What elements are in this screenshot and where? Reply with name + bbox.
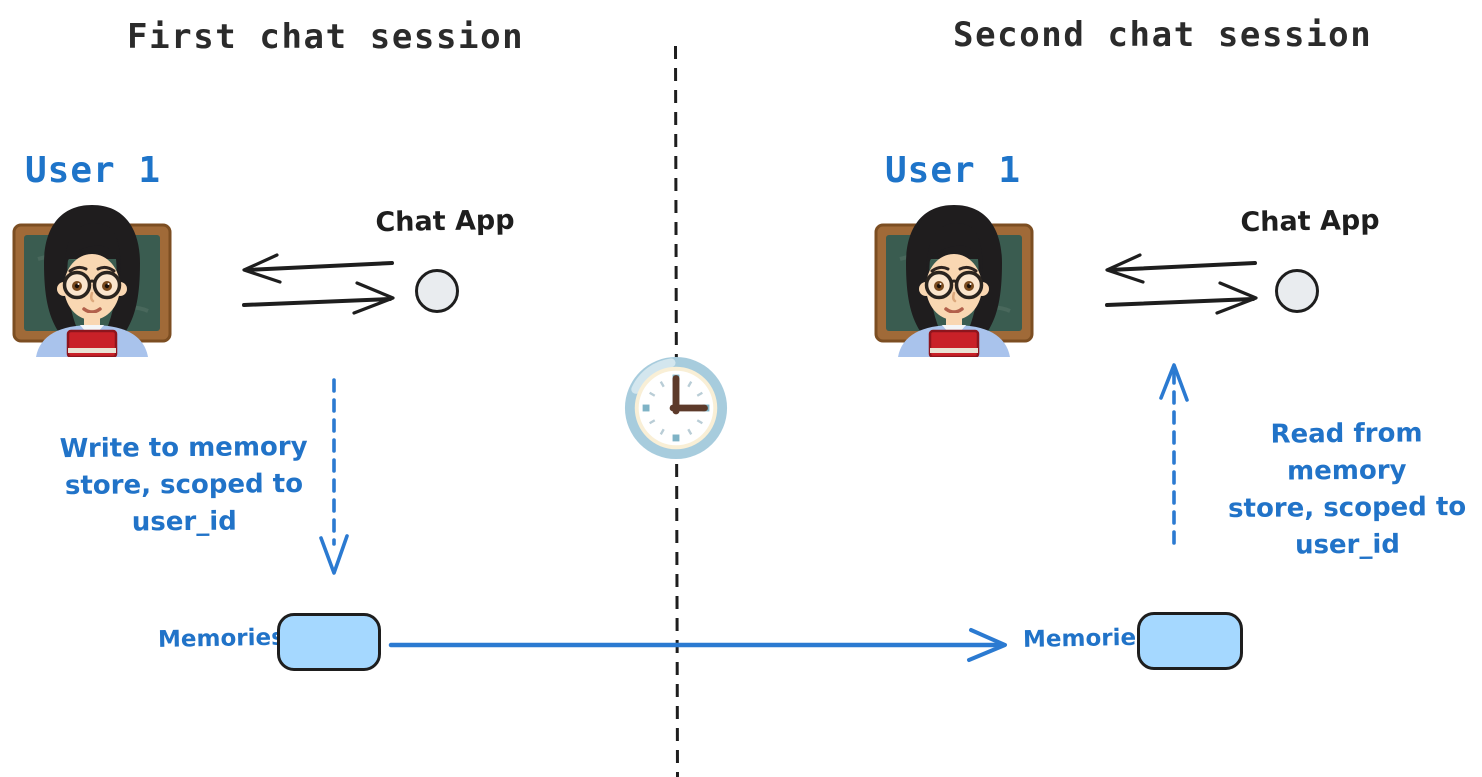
second-session-title: Second chat session bbox=[953, 15, 1373, 55]
left-memories-store-icon bbox=[277, 613, 381, 671]
right-bidirectional-arrows-icon bbox=[1095, 248, 1265, 318]
clock-three-oclock-icon bbox=[622, 354, 730, 462]
first-session-title: First chat session bbox=[127, 17, 525, 57]
right-memories-store-icon bbox=[1137, 612, 1243, 670]
left-woman-teacher-emoji-icon bbox=[8, 197, 176, 357]
timeline-divider-dashed-line bbox=[674, 46, 679, 777]
right-chat-app-node-icon bbox=[1275, 269, 1319, 313]
left-chat-app-node-icon bbox=[415, 269, 459, 313]
note-line: Read from memory bbox=[1270, 418, 1423, 487]
left-chat-app-label: Chat App bbox=[375, 204, 515, 239]
note-line: store, scoped to bbox=[64, 468, 304, 502]
right-user-label: User 1 bbox=[885, 150, 1022, 191]
note-line: store, scoped to bbox=[1227, 491, 1467, 525]
right-chat-app-label: Chat App bbox=[1240, 204, 1380, 239]
right-woman-teacher-emoji-icon bbox=[870, 197, 1038, 357]
left-memories-label: Memories bbox=[157, 624, 285, 653]
note-line: user_id bbox=[131, 506, 237, 538]
left-user-label: User 1 bbox=[25, 150, 162, 191]
right-memories-label: Memories bbox=[1022, 624, 1150, 653]
left-write-arrow-dashed-down-icon bbox=[319, 378, 349, 575]
left-bidirectional-arrows-icon bbox=[232, 248, 402, 318]
right-read-arrow-dashed-up-icon bbox=[1159, 363, 1189, 554]
memories-transfer-arrow-icon bbox=[388, 628, 1007, 662]
note-line: user_id bbox=[1294, 529, 1401, 561]
note-line: Write to memory bbox=[59, 431, 308, 465]
left-memory-note: Write to memory store, scoped to user_id bbox=[38, 429, 331, 543]
right-memory-note: Read from memory store, scoped to user_i… bbox=[1211, 415, 1482, 565]
